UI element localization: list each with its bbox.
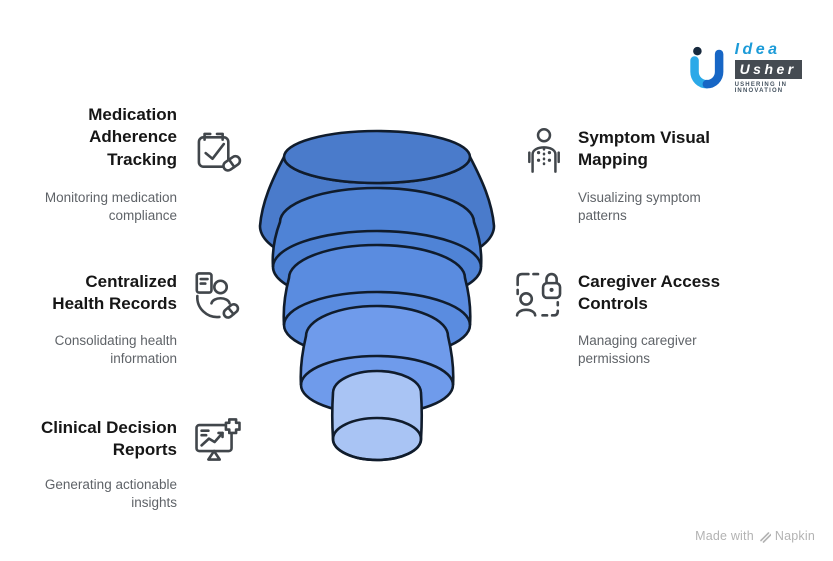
idea-usher-logo-text: Idea Usher USHERING IN INNOVATION — [734, 41, 833, 94]
right-item-1-title: Symptom Visual Mapping — [578, 128, 710, 170]
funnel-rim-4 — [299, 354, 455, 386]
patient-record-person-pill-icon — [190, 269, 242, 323]
logo-word-usher: Usher — [734, 60, 802, 79]
funnel-rim-3 — [282, 290, 472, 326]
right-item-2-title: Caregiver Access Controls — [578, 272, 721, 314]
left-item-2-title: Centralized Health Records — [52, 272, 177, 314]
right-item-1-description: Visualizing symptom patterns — [578, 190, 701, 223]
monitor-chart-medical-cross-icon — [192, 414, 244, 470]
funnel-layer-5 — [330, 369, 424, 462]
napkin-brand-label: Napkin — [774, 529, 815, 543]
made-with-napkin-credit: Made with Napkin — [695, 529, 815, 543]
idea-usher-logo-mark — [690, 46, 724, 89]
left-item-3-description: Generating actionable insights — [44, 477, 177, 510]
logo-word-idea: Idea — [734, 41, 781, 58]
medication-clipboard-check-pill-icon — [191, 124, 243, 180]
idea-usher-logo: Idea Usher USHERING IN INNOVATION — [687, 42, 833, 98]
body-symptom-dots-icon — [519, 124, 569, 178]
right-item-2-description: Managing caregiver permissions — [578, 333, 697, 366]
funnel-diagram — [258, 129, 496, 462]
left-item-1-description: Monitoring medication compliance — [44, 190, 177, 223]
funnel-layer-1-top-face — [282, 129, 472, 185]
napkin-logo-icon — [760, 531, 771, 543]
left-item-3-title: Clinical Decision Reports — [40, 418, 177, 460]
person-lock-frame-icon — [512, 267, 564, 323]
funnel-bottom-rim — [331, 416, 423, 462]
left-item-2-description: Consolidating health information — [54, 333, 177, 366]
left-item-1-title: Medication Adherence Tracking — [88, 105, 177, 169]
logo-tagline: USHERING IN INNOVATION — [734, 81, 788, 94]
funnel-rim-2 — [271, 229, 483, 268]
made-with-label: Made with — [695, 529, 754, 543]
